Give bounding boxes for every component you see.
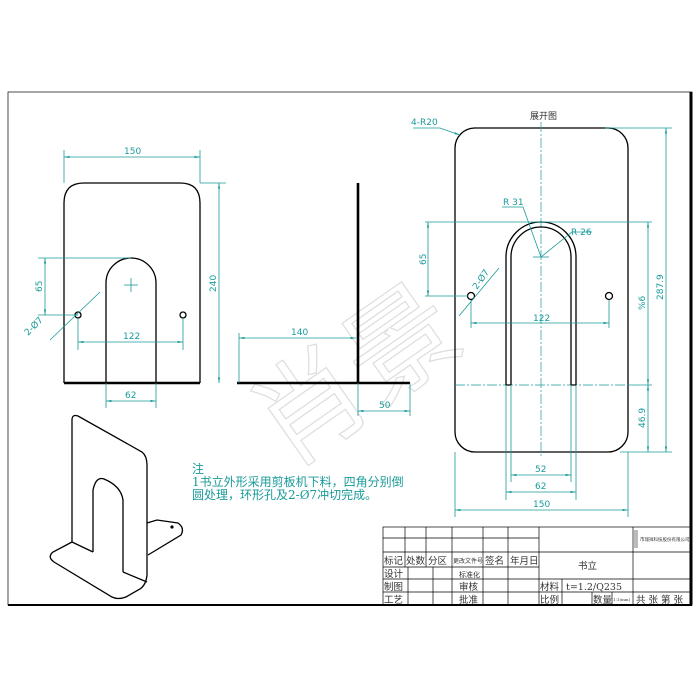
header-mark: 标记 xyxy=(384,555,404,567)
dim-flat-hole-spacing: 122 xyxy=(533,314,550,324)
notes-line1: 1书立外形采用剪板机下料，四角分别倒 xyxy=(192,474,404,489)
dim-hole-spacing: 122 xyxy=(123,332,140,342)
label-quantity: 数量 xyxy=(593,594,613,606)
notes-title: 注 xyxy=(192,461,204,476)
header-zone: 分区 xyxy=(428,556,448,567)
label-design: 设计 xyxy=(384,568,404,580)
label-drawn: 制图 xyxy=(384,581,403,593)
label-standard: 标准化 xyxy=(459,570,480,579)
dim-flat-hole-dia: 2-Ø7 xyxy=(470,268,492,292)
material-value: t=1.2/Q235 xyxy=(566,582,622,593)
label-approve: 批准 xyxy=(459,594,479,606)
header-change-doc: 更改文件号 xyxy=(453,557,483,565)
quantity-value: 1:1(mm) xyxy=(613,597,631,602)
flat-pattern-view: 展开图 4-R20 R 31 R 26 65 2-Ø7 122 287.9 xyxy=(411,111,672,517)
dim-r-outer: R 31 xyxy=(503,198,524,208)
front-view: 150 240 65 2-Ø7 122 62 xyxy=(22,147,226,408)
isometric-view xyxy=(49,414,184,600)
title-block: 标记 处数 分区 更改文件号 签名 年月日 设计 标准化 制图 审核 工艺 批准… xyxy=(382,526,693,606)
flat-pattern-title: 展开图 xyxy=(530,111,557,122)
header-signature: 签名 xyxy=(485,555,504,567)
notes: 注 1书立外形采用剪板机下料，四角分别倒 圆处理，环形孔及2-Ø7冲切完成。 xyxy=(192,461,404,502)
dim-inner-width: 52 xyxy=(535,465,546,475)
dim-side-height: 140 xyxy=(291,328,308,338)
dim-slot-width: 62 xyxy=(125,391,136,401)
label-scale: 比例 xyxy=(540,594,559,606)
dim-foot: 50 xyxy=(379,401,391,411)
dim-hole-offset: 65 xyxy=(35,281,45,292)
label-review: 审核 xyxy=(459,581,479,593)
dim-r-inner: R 26 xyxy=(571,228,592,238)
dim-flat-width: 150 xyxy=(533,500,550,510)
watermark: 肖景 xyxy=(229,260,483,491)
dim-flat-hole-offset: 65 xyxy=(419,254,429,265)
dim-hole-dia: 2-Ø7 xyxy=(22,315,45,338)
dim-outer-width: 62 xyxy=(535,482,546,492)
side-view: 140 50 xyxy=(237,183,411,416)
dim-corner-radius: 4-R20 xyxy=(411,118,438,128)
dim-total-height: 287.9 xyxy=(656,274,666,300)
header-count: 处数 xyxy=(406,555,426,567)
hole xyxy=(604,291,614,301)
dim-width: 150 xyxy=(124,147,141,157)
dim-slot-length: %6 xyxy=(638,295,648,310)
sheet-count: 共 张 第 张 xyxy=(636,594,684,606)
label-material: 材料 xyxy=(540,581,560,593)
company-name: 市瑞祥科技股份有限公司 xyxy=(640,536,690,543)
notes-line2: 圆处理，环形孔及2-Ø7冲切完成。 xyxy=(192,487,377,502)
dim-bottom: 46.9 xyxy=(638,408,648,428)
dim-height: 240 xyxy=(209,275,219,292)
part-name: 书立 xyxy=(578,560,597,572)
hole xyxy=(179,311,187,319)
header-date: 年月日 xyxy=(510,555,539,567)
label-process: 工艺 xyxy=(384,595,403,606)
